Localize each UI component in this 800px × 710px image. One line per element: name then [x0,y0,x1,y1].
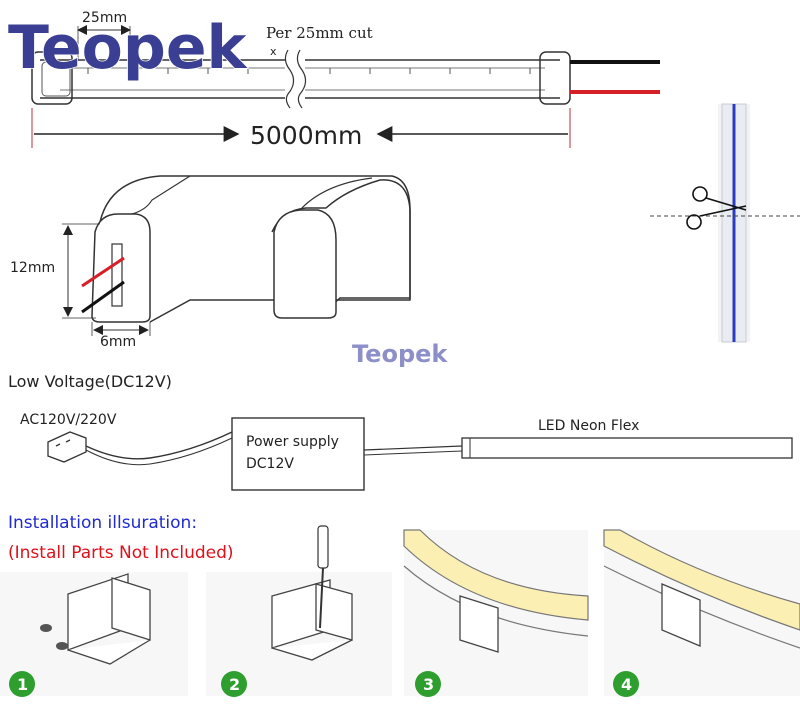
install-step-4: 4 [603,529,800,697]
step-number-1: 1 [17,675,28,694]
cut-marker: x [270,45,277,58]
strip-break-mark [284,49,307,109]
installation-title: Installation illsuration: [8,513,197,533]
step-number-4: 4 [621,675,632,694]
neon-flex-installed [603,529,800,631]
step-badge-1 [9,671,35,697]
screw-icon [40,624,68,650]
strip-inner-line [60,67,545,91]
neon-flex-curve [403,529,589,621]
step-badge-4 [613,671,639,697]
logo-text: Teopek [8,13,249,83]
install-step-1: 1 [0,572,188,697]
step-number-2: 2 [229,675,240,694]
cut-detail-photo [650,103,800,343]
strip-tube-right [305,59,560,99]
profile-wire-red [81,256,125,288]
input-label: AC120V/220V [20,412,117,428]
neon-strip [461,437,793,459]
power-supply-label: Power supply [246,434,339,450]
mounting-clip-icon [459,595,499,653]
profile-diagram: 12mm 6mm [10,175,411,350]
power-supply-box [231,417,365,491]
installation-section: Installation illsuration: (Install Parts… [0,513,800,697]
power-plug-icon [47,431,87,463]
neon-strip-label: LED Neon Flex [538,418,639,434]
power-supply-voltage: DC12V [246,456,294,472]
step-badge-3 [415,671,441,697]
install-step-3: 3 [403,529,589,697]
width-label: 6mm [100,334,136,350]
installation-note: (Install Parts Not Included) [8,543,234,563]
mounting-clip-icon [661,583,701,647]
cut-label: Per 25mm cut [266,24,373,42]
profile-wire-black [81,280,125,314]
wiring-diagram: Low Voltage(DC12V) AC120V/220V Power sup… [8,372,793,491]
brand-logo: Teopek [7,12,249,84]
mounting-clip-icon [271,579,353,661]
segment-label: 25mm [82,10,127,26]
segment-ticks [87,68,531,74]
input-cable [85,431,233,460]
watermark-logo: Teopek [352,340,448,368]
strip-tube-left [40,59,285,99]
strip-end-cap-right [539,51,571,105]
install-step-2: 2 [206,525,392,697]
mounting-clip-icon [67,573,151,665]
strip-end-cap-left [31,51,73,105]
profile-channel [111,243,123,307]
voltage-title: Low Voltage(DC12V) [8,372,172,391]
profile-right-face [273,209,337,319]
screwdriver-icon [317,525,329,629]
scissors-icon [686,186,747,230]
strip-length-diagram: 25mm Per 25mm cut x 5000mm [31,10,660,150]
length-label: 5000mm [250,121,362,150]
step-badge-2 [221,671,247,697]
step-number-3: 3 [423,675,434,694]
height-label: 12mm [10,260,55,276]
